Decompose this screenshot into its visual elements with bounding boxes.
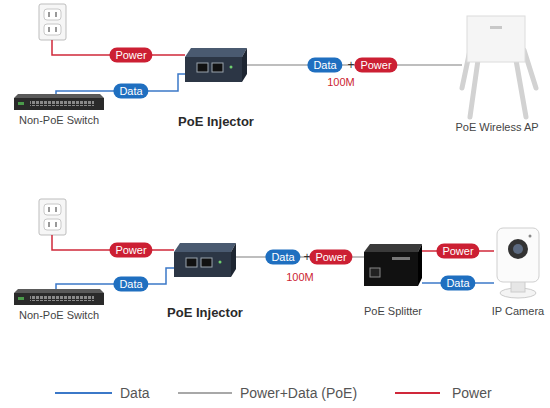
device-label: PoE Injector xyxy=(178,114,254,129)
legend-text: Power xyxy=(452,385,492,401)
camera-node: IP Camera xyxy=(494,226,542,300)
speed-label: 100M xyxy=(327,76,355,88)
splitter-node: PoE Splitter xyxy=(364,244,422,286)
signal-pill: Power xyxy=(436,244,479,259)
signal-pill: Data xyxy=(307,58,342,73)
wall-outlet xyxy=(39,199,66,235)
signal-pill: Data xyxy=(113,277,148,292)
switch-node: Non-PoE Switch xyxy=(14,94,104,110)
splitter-device xyxy=(364,244,422,286)
injector-device xyxy=(185,48,247,82)
access-point-node: PoE Wireless AP xyxy=(462,14,532,120)
injector-node: PoE Injector xyxy=(185,48,247,82)
signal-pill: Data xyxy=(265,250,300,265)
injector-device xyxy=(174,243,236,277)
legend-text: Power+Data (PoE) xyxy=(240,385,357,401)
camera-device xyxy=(497,228,539,298)
signal-pill: Power xyxy=(109,48,152,63)
wall-outlet xyxy=(39,4,66,40)
speed-label: 100M xyxy=(286,271,314,283)
legend-line xyxy=(55,392,112,394)
device-label: Non-PoE Switch xyxy=(19,309,99,321)
legend-line xyxy=(395,392,440,394)
device-label: PoE Splitter xyxy=(364,305,422,317)
legend-line xyxy=(178,392,232,394)
injector-node: PoE Injector xyxy=(174,243,236,277)
signal-pill: Power xyxy=(354,58,397,73)
switch-device xyxy=(14,289,104,305)
device-label: Non-PoE Switch xyxy=(19,114,99,126)
device-label: PoE Wireless AP xyxy=(455,121,538,133)
signal-pill: Data xyxy=(440,276,475,291)
signal-pill: Power xyxy=(109,243,152,258)
switch-device xyxy=(14,94,104,110)
signal-pill: Power xyxy=(309,250,352,265)
device-label: IP Camera xyxy=(492,305,544,317)
switch-node: Non-PoE Switch xyxy=(14,289,104,305)
access-point-device xyxy=(462,16,536,117)
device-label: PoE Injector xyxy=(167,305,243,320)
signal-pill: Data xyxy=(113,84,148,99)
legend-text: Data xyxy=(120,385,150,401)
